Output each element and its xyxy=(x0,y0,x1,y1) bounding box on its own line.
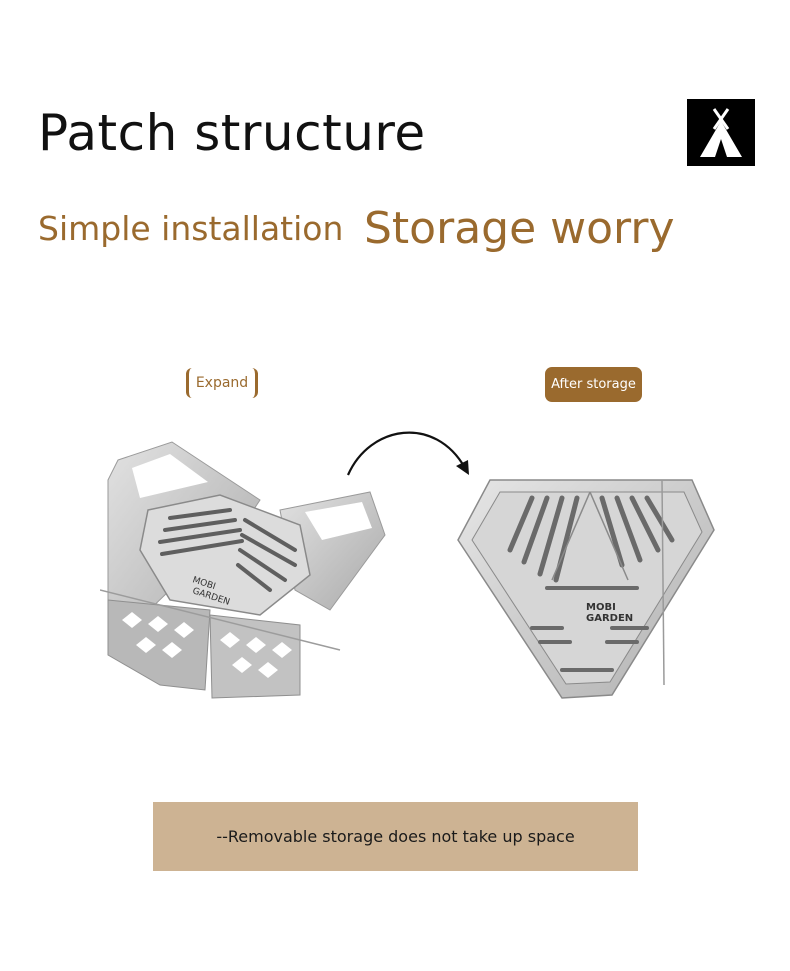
curved-arrow-icon xyxy=(346,431,469,476)
label-expand: Expand xyxy=(186,368,258,398)
tent-icon xyxy=(700,108,742,157)
brand-logo xyxy=(687,99,755,166)
subtitle-simple-installation: Simple installation xyxy=(38,209,344,248)
footer-caption: --Removable storage does not take up spa… xyxy=(216,827,575,846)
page-title: Patch structure xyxy=(38,104,426,162)
brand-text-mobi-stored: MOBI xyxy=(586,602,616,613)
footer-band: --Removable storage does not take up spa… xyxy=(153,802,638,871)
brand-text-garden-stored: GARDEN xyxy=(586,613,633,624)
stored-grill-plate: MOBI GARDEN xyxy=(457,479,715,699)
label-after-storage: After storage xyxy=(545,367,642,402)
subtitle-storage-worry: Storage worry xyxy=(364,203,675,254)
expanded-grill-plate: MOBI GARDEN xyxy=(100,441,386,699)
